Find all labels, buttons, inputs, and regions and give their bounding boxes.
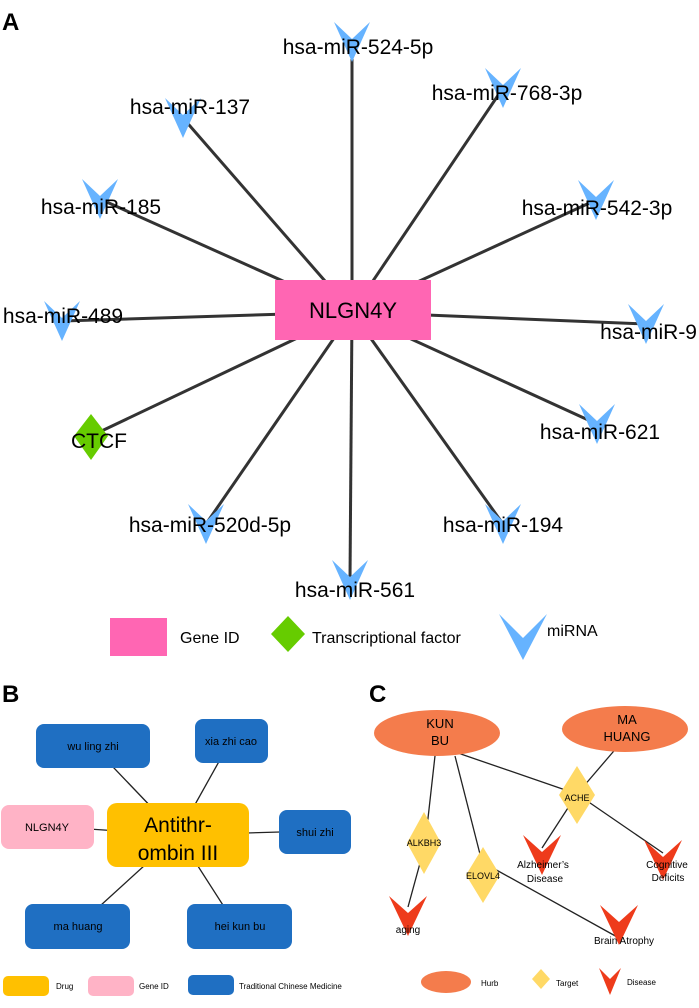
node-label: NLGN4Y: [25, 822, 70, 834]
legend-label: Disease: [627, 978, 656, 987]
legend-label: Gene ID: [139, 982, 169, 991]
node-label: CTCF: [71, 430, 127, 453]
legend-label: Traditional Chinese Medicine: [239, 982, 342, 991]
herb-node: [562, 706, 688, 752]
node-label: hsa-miR-489: [3, 305, 123, 328]
herb-label: HUANG: [604, 729, 651, 744]
target-node: [559, 766, 595, 824]
legend-tcm-swatch: [188, 975, 234, 995]
panel-c-legend: Hurb Target Disease: [421, 968, 656, 995]
disease-label: aging: [396, 925, 420, 936]
legend-label: Drug: [56, 982, 73, 991]
disease-label: Alzheimer’s: [517, 860, 569, 871]
herb-node: [374, 710, 500, 756]
node-label: wu ling zhi: [66, 741, 118, 753]
node-label: xia zhi cao: [205, 736, 257, 748]
drug-label: ombin III: [138, 842, 219, 865]
panel-b-legend: Drug Gene ID Traditional Chinese Medicin…: [3, 975, 342, 996]
legend-label: Hurb: [481, 979, 499, 988]
disease-label: Deficits: [652, 873, 685, 884]
panel-c-herbs: [374, 706, 688, 756]
node-label: hsa-miR-561: [295, 579, 415, 602]
legend-label: miRNA: [547, 623, 598, 640]
drug-label: Antithr-: [144, 814, 212, 837]
tcm-node: [279, 810, 351, 854]
legend-herb-swatch: [421, 971, 471, 993]
legend-label: Gene ID: [180, 630, 240, 647]
herb-label: BU: [431, 733, 449, 748]
node-label: hei kun bu: [215, 921, 266, 933]
tcm-node: [36, 724, 150, 768]
node-label: hsa-miR-520d-5p: [129, 514, 291, 537]
node-label: hsa-miR-137: [130, 96, 250, 119]
node-label: hsa-miR-185: [41, 196, 161, 219]
legend-disease-icon: [599, 968, 621, 995]
target-node: [466, 847, 500, 903]
herb-label: KUN: [426, 716, 453, 731]
tcm-node: [25, 904, 130, 949]
panel-a-node-labels: hsa-miR-524-5p hsa-miR-137 hsa-miR-768-3…: [3, 36, 697, 602]
disease-label: Disease: [527, 874, 564, 885]
legend-label: Target: [556, 979, 579, 988]
target-label: ACHE: [564, 793, 589, 803]
panel-c-edges: [407, 737, 664, 939]
panel-b-letter: B: [2, 681, 19, 708]
legend-drug-swatch: [3, 976, 49, 996]
nlgn4y-gene-node: [275, 280, 431, 340]
legend-chevron-icon: [499, 614, 547, 660]
legend-gene-swatch: [88, 976, 134, 996]
panel-c-letter: C: [369, 681, 386, 708]
target-label: ALKBH3: [407, 838, 442, 848]
tcm-node: [187, 904, 292, 949]
node-label: hsa-miR-9: [600, 321, 697, 344]
panel-a-legend: Gene ID Transcriptional factor miRNA: [110, 614, 598, 660]
node-label: hsa-miR-524-5p: [283, 36, 434, 59]
target-node: [407, 812, 441, 874]
node-label: hsa-miR-194: [443, 514, 564, 537]
gene-node: [1, 805, 94, 849]
legend-gene-id-swatch: [110, 618, 167, 656]
target-label: ELOVL4: [466, 871, 500, 881]
legend-target-swatch: [532, 969, 550, 989]
node-label: hsa-miR-542-3p: [522, 197, 673, 220]
panel-a-letter: A: [2, 9, 19, 36]
center-node-label: NLGN4Y: [309, 298, 397, 323]
disease-label: Cognitive: [646, 860, 688, 871]
panel-b-node-labels: wu ling zhi xia zhi cao NLGN4Y shui zhi …: [25, 736, 334, 933]
panel-c-targets: [407, 766, 595, 903]
drug-node: [107, 803, 249, 867]
node-label: hsa-miR-768-3p: [432, 82, 583, 105]
ctcf-diamond-icon: [74, 414, 108, 460]
legend-diamond-icon: [271, 616, 305, 652]
node-label: hsa-miR-621: [540, 421, 660, 444]
legend-label: Transcriptional factor: [312, 630, 461, 647]
node-label: ma huang: [54, 921, 103, 933]
panel-b-nodes: [1, 719, 351, 949]
disease-label: Brain Atrophy: [594, 936, 654, 947]
node-label: shui zhi: [296, 827, 333, 839]
herb-label: MA: [617, 712, 637, 727]
tcm-node: [195, 719, 268, 763]
